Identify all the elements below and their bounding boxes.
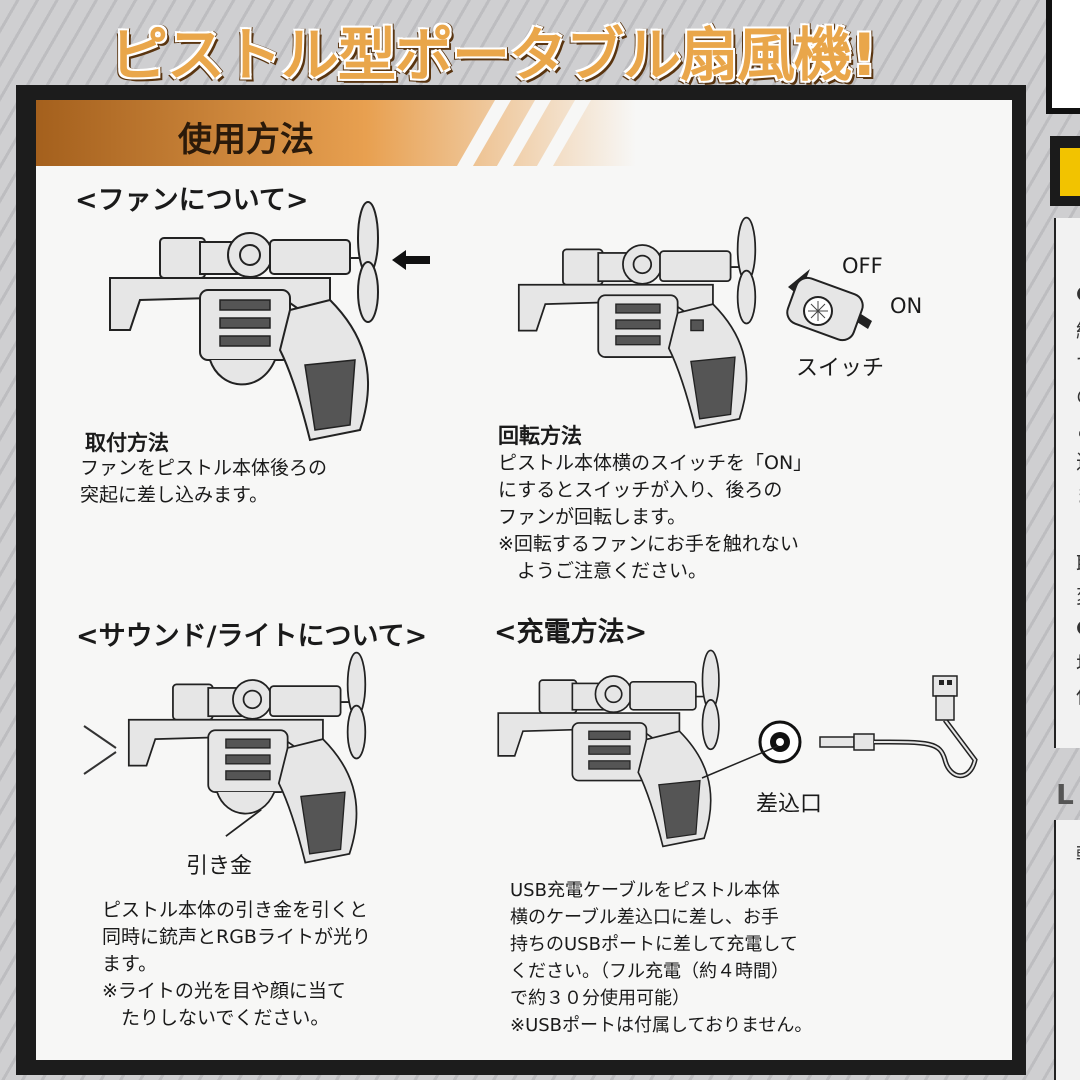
- adjacent-yellow-label: [1060, 148, 1080, 196]
- adjacent-char: ●: [1076, 280, 1080, 304]
- adjacent-char: で: [1076, 348, 1080, 377]
- switch-detail-illustration: [786, 269, 872, 342]
- adjacent-char: 軽: [1076, 838, 1080, 867]
- adjacent-char: ま: [1076, 480, 1080, 509]
- on-label: ON: [890, 294, 923, 318]
- usb-plug-icon: [932, 675, 958, 721]
- off-label: OFF: [842, 254, 883, 278]
- charge-text: USB充電ケーブルをピストル本体 横のケーブル差込口に差し、お手 持ちのUSBポ…: [510, 880, 813, 1036]
- sound-section-heading: <サウンド/ライトについて>: [76, 621, 428, 652]
- section-header-band: [36, 100, 636, 166]
- adjacent-heading: L: [1056, 778, 1074, 811]
- attach-title: 取付方法: [85, 431, 169, 455]
- sound-text: ピストル本体の引き金を引くと 同時に銃声とRGBライトが光り ます。 ※ライトの…: [102, 899, 371, 1029]
- arrow-left-icon: [392, 250, 430, 270]
- rotate-title: 回転方法: [498, 424, 582, 448]
- adjacent-char: ●: [1076, 614, 1080, 638]
- adjacent-char: 近: [1076, 446, 1080, 475]
- adjacent-text-column: ● 給 で の ご 近 ま し 取 変 ● 場 保 し: [1054, 218, 1080, 748]
- usb-cable-illustration: [758, 675, 978, 779]
- adjacent-char: 給: [1076, 314, 1080, 343]
- rotate-text: ピストル本体横のスイッチを「ON」 にするとスイッチが入り、後ろの ファンが回転…: [498, 452, 813, 582]
- adjacent-char: の: [1076, 380, 1080, 409]
- attach-text: ファンをピストル本体後ろの 突起に差し込みます。: [80, 457, 328, 506]
- adjacent-char: し: [1076, 514, 1080, 543]
- pistol-illustration-switch: [517, 216, 757, 429]
- pistol-illustration-trigger: [127, 651, 367, 864]
- adjacent-char: 保: [1076, 680, 1080, 709]
- pistol-illustration-attach: [109, 201, 379, 442]
- port-label: 差込口: [756, 792, 823, 817]
- trigger-label: 引き金: [186, 854, 253, 879]
- adjacent-char: 場: [1076, 648, 1080, 677]
- adjacent-box: [1046, 0, 1080, 114]
- switch-label: スイッチ: [796, 356, 885, 381]
- adjacent-char: し: [1076, 712, 1080, 741]
- adjacent-text-column-2: 軽: [1054, 820, 1080, 1080]
- pistol-illustration-charge: [497, 649, 720, 848]
- charge-section-heading: <充電方法>: [494, 617, 648, 648]
- adjacent-char: 取: [1076, 548, 1080, 577]
- adjacent-char: ご: [1076, 414, 1080, 443]
- port-pointer-line: [701, 745, 779, 779]
- adjacent-panel: ● 給 で の ご 近 ま し 取 変 ● 場 保 し L 軽: [1042, 0, 1080, 1080]
- adjacent-char: 変: [1076, 580, 1080, 609]
- light-rays-icon: [83, 725, 117, 775]
- fan-section-heading: <ファンについて>: [75, 185, 309, 216]
- page-title: ピストル型ポータブル扇風機!: [110, 21, 877, 89]
- section-header-title: 使用方法: [178, 120, 314, 160]
